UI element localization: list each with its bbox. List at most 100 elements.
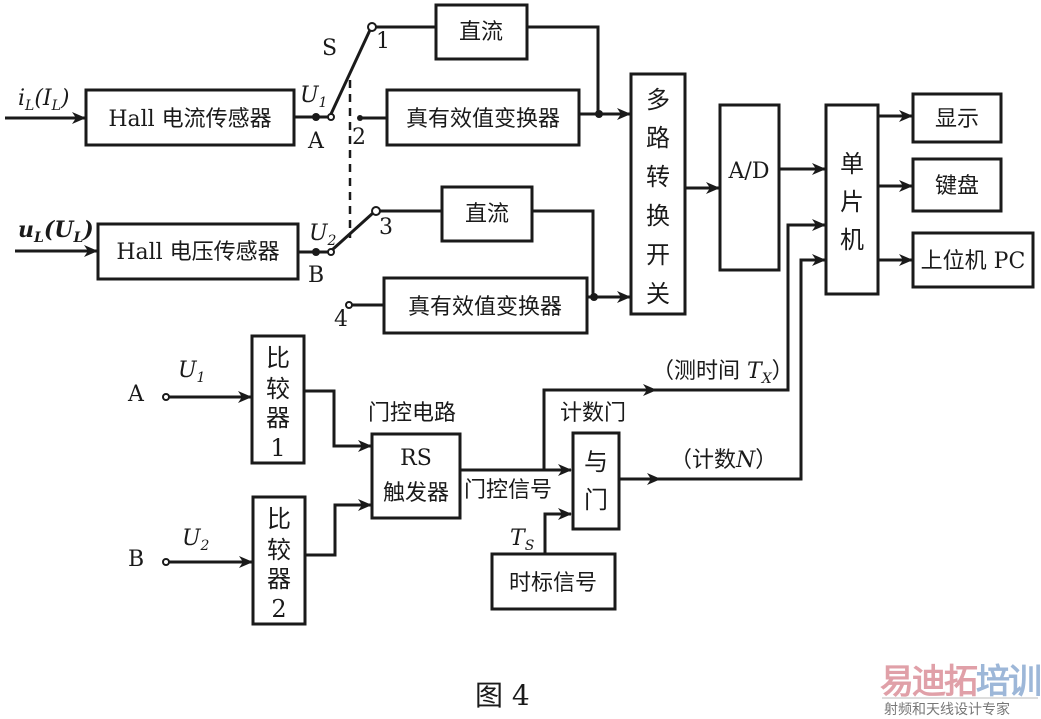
hall-voltage-sensor-label: Hall 电压传感器 [116, 240, 279, 265]
and-gate-block [571, 431, 621, 531]
watermark-subtitle: 射频和天线设计专家 [884, 701, 1010, 718]
input-u2-label: U2 [182, 526, 210, 554]
timebase-to-gate-arrow [543, 508, 572, 554]
watermark-char: 拓 [944, 662, 978, 702]
host-pc-block [911, 231, 1035, 289]
switch-pos3-label: 3 [379, 215, 393, 240]
rms-converter-block-1-label: 真有效值变换器 [406, 107, 560, 132]
current-input-label: iL(IL) [18, 86, 70, 114]
keyboard-label: 键盘 [935, 174, 979, 199]
watermark-char: 易 [880, 662, 914, 702]
watermark-char: 迪 [912, 662, 946, 702]
input-a-label: A [127, 382, 145, 407]
mcu-label: 单 片 机 [840, 150, 864, 254]
junction-1 [595, 110, 603, 118]
svg-text:转: 转 [646, 163, 670, 191]
switch-pos1-contact [367, 22, 377, 32]
multiplexer-block [629, 72, 687, 316]
rs-flipflop-block [370, 432, 462, 520]
u2-label: U2 [309, 221, 337, 249]
dc-block-2-label: 直流 [465, 202, 509, 227]
tx-to-mcu-arrow [650, 219, 826, 392]
svg-text:路: 路 [646, 124, 670, 152]
comparator-2-label: 比 较 器 2 [267, 505, 291, 623]
svg-text:1: 1 [270, 434, 285, 462]
and-gate-label: 与 门 [584, 448, 608, 514]
comparator-1-block [250, 334, 306, 465]
mcu-block [824, 103, 880, 296]
svg-text:开: 开 [646, 241, 670, 269]
switch-s-blade-bottom [330, 211, 375, 252]
svg-text:器: 器 [267, 565, 291, 593]
host-pc-label: 上位机 PC [921, 249, 1026, 274]
multiplexer-label: 多 路 转 换 开 关 [646, 86, 670, 308]
switch-pos2-label: 2 [352, 125, 366, 150]
rms-converter-block-1 [385, 88, 581, 147]
comparator-2-block [251, 495, 307, 626]
comparator-1-label: 比 较 器 1 [266, 344, 290, 462]
timebase-signal-label: 时标信号 [509, 571, 597, 596]
hall-current-sensor-label: Hall 电流传感器 [108, 107, 271, 132]
dc-block-1 [434, 3, 529, 61]
ts-label: TS [510, 526, 534, 554]
node-a-dot [312, 113, 320, 121]
gate-signal-label: 门控信号 [464, 478, 552, 503]
dc2-output-wire [532, 209, 595, 297]
rms-converter-block-2 [382, 276, 589, 335]
switch-s-label: S [322, 36, 337, 61]
svg-text:较: 较 [267, 536, 291, 564]
input-b-label: B [128, 547, 144, 572]
rms-converter-block-2-label: 真有效值变换器 [408, 295, 562, 320]
node-b-dot [312, 248, 320, 256]
comp1-to-rs-arrow [304, 389, 372, 452]
hall-voltage-sensor-block [96, 222, 300, 281]
junction-2 [590, 293, 598, 301]
display-block [911, 92, 1003, 144]
dc-block-2 [440, 185, 534, 243]
keyboard-block [911, 157, 1003, 213]
watermark-char: 培 [976, 662, 1010, 702]
svg-text:关: 关 [646, 280, 670, 308]
svg-text:比: 比 [266, 344, 290, 372]
svg-text:较: 较 [266, 375, 290, 403]
node-b-label: B [308, 263, 324, 288]
dc-block-1-label: 直流 [459, 20, 503, 45]
switch-s-blade-top [329, 29, 372, 115]
count-n-label: （计数N） [670, 448, 777, 473]
gate-circuit-label: 门控电路 [368, 401, 456, 426]
input-u1-label: U1 [178, 358, 205, 386]
svg-text:单: 单 [840, 150, 864, 178]
measure-time-label: （测时间 TX） [652, 359, 794, 387]
voltage-input-label: uL(UL) [18, 217, 94, 246]
svg-text:与: 与 [584, 448, 608, 476]
input-a-terminal [162, 393, 170, 401]
node-a-label: A [307, 129, 325, 154]
svg-text:多: 多 [646, 86, 670, 114]
dc1-output-wire [527, 25, 600, 114]
svg-text:换: 换 [646, 202, 670, 230]
switch-s-pivot-top [327, 113, 335, 121]
display-label: 显示 [935, 107, 979, 132]
switch-pos3-contact [371, 206, 381, 216]
count-gate-label: 计数门 [560, 401, 626, 426]
count-to-mcu-arrow [655, 254, 826, 481]
measure-time-branch-arrow [542, 384, 657, 470]
rs-flipflop-subtitle: 触发器 [383, 481, 449, 506]
input-b-terminal [162, 558, 170, 566]
svg-text:2: 2 [271, 595, 286, 623]
rs-flipflop-title: RS [400, 446, 432, 471]
watermark-char: 训 [1008, 662, 1041, 702]
switch-pos1-label: 1 [376, 29, 390, 54]
svg-text:比: 比 [267, 505, 291, 533]
svg-text:片: 片 [840, 188, 864, 216]
u1-label: U1 [300, 83, 327, 111]
svg-text:机: 机 [840, 226, 864, 254]
adc-block [718, 103, 781, 272]
figure-caption: 图 4 [475, 679, 530, 712]
switch-pos4-label: 4 [334, 307, 348, 332]
adc-label: A/D [728, 159, 770, 184]
timebase-signal-block [490, 552, 617, 611]
svg-text:器: 器 [266, 404, 290, 432]
watermark-logo: 易 迪 拓 培 训 射频和天线设计专家 [880, 662, 1041, 718]
